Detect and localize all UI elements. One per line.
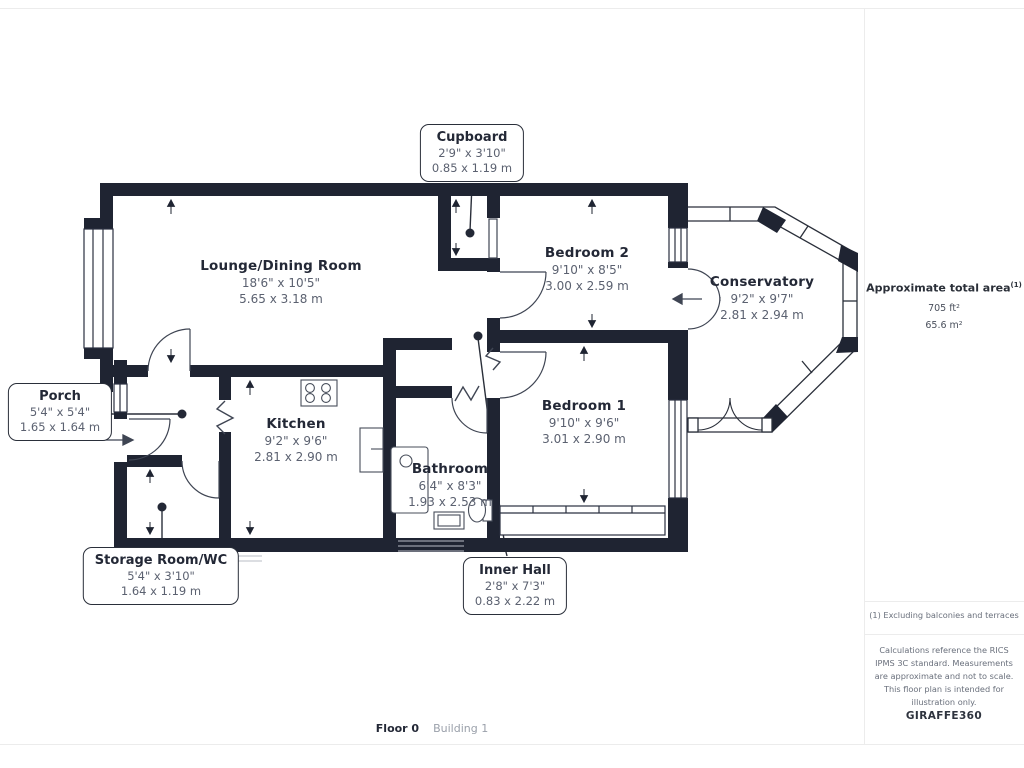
room-label-conservatory: Conservatory 9'2" x 9'7" 2.81 x 2.94 m (710, 273, 814, 323)
room-label-kitchen: Kitchen 9'2" x 9'6" 2.81 x 2.90 m (254, 415, 338, 465)
room-name: Bedroom 2 (544, 245, 630, 261)
room-dims-metric: 2.81 x 2.90 m (254, 450, 338, 464)
room-dims-imperial: 2'9" x 3'10" (438, 146, 506, 160)
bottom-border-line (0, 744, 1024, 745)
room-name: Cupboard (436, 130, 508, 145)
room-dims-imperial: 5'4" x 3'10" (127, 569, 195, 583)
giraffe360-logo: GIRAFFE360 (905, 710, 983, 722)
room-name: Storage Room/WC (94, 553, 228, 568)
sidebar-rule-bottom (864, 634, 1024, 635)
windows (83, 227, 688, 536)
room-name: Conservatory (709, 274, 815, 290)
callout-leader-dots (157, 228, 483, 512)
room-name: Bedroom 1 (541, 398, 627, 414)
room-dims-imperial: 9'2" x 9'7" (730, 292, 794, 306)
room-dims-imperial: 9'10" x 9'6" (548, 416, 620, 430)
room-dims-metric: 0.83 x 2.22 m (474, 594, 556, 608)
area-title-text: Approximate total area (866, 281, 1011, 295)
room-dims-metric: 5.65 x 3.18 m (239, 292, 323, 306)
room-dims-metric: 2.81 x 2.94 m (720, 308, 804, 322)
callout-inner-hall: Inner Hall 2'8" x 7'3" 0.83 x 2.22 m (462, 557, 568, 615)
room-label-bedroom-1: Bedroom 1 9'10" x 9'6" 3.01 x 2.90 m (542, 397, 626, 447)
doors (128, 218, 721, 499)
approximate-total-area-title: Approximate total area(1) (864, 281, 1024, 295)
conservatory-door-arrow (671, 292, 702, 306)
bathroom-fixtures (390, 446, 493, 530)
room-dims-imperial: 9'10" x 8'5" (551, 263, 623, 277)
floor-footer: Floor 0 Building 1 (376, 722, 488, 735)
room-dims-metric: 1.64 x 1.19 m (120, 584, 202, 598)
info-sidebar: Approximate total area(1) 705 ft² 65.6 m… (864, 0, 1024, 768)
room-dims-imperial: 2'8" x 7'3" (484, 579, 546, 593)
room-dims-imperial: 18'6" x 10'5" (241, 276, 321, 290)
callout-cupboard: Cupboard 2'9" x 3'10" 0.85 x 1.19 m (419, 124, 525, 182)
room-dims-metric: 1.93 x 2.53 m (408, 495, 492, 509)
room-dims-imperial: 9'2" x 9'6" (264, 434, 328, 448)
room-name: Kitchen (266, 416, 326, 432)
sidebar-rule-top (864, 601, 1024, 602)
room-label-bedroom-2: Bedroom 2 9'10" x 8'5" 3.00 x 2.59 m (545, 244, 629, 294)
room-dims-imperial: 6'4" x 8'3" (418, 479, 482, 493)
room-dims-metric: 1.65 x 1.64 m (19, 420, 101, 434)
room-name: Inner Hall (479, 563, 551, 578)
dimension-arrows (145, 198, 597, 536)
floor-label: Floor 0 (375, 722, 420, 735)
callout-storage-room-wc: Storage Room/WC 5'4" x 3'10" 1.64 x 1.19… (82, 547, 240, 605)
walls (84, 183, 688, 552)
room-dims-imperial: 5'4" x 5'4" (29, 405, 91, 419)
opening-zigzags (215, 347, 502, 435)
total-area-sqm: 65.6 m² (925, 320, 963, 331)
room-name: Porch (39, 389, 81, 404)
conservatory-bay (687, 206, 858, 433)
area-title-footnote-marker: (1) (1010, 281, 1022, 289)
footnote-text: (1) Excluding balconies and terraces (869, 610, 1019, 620)
top-border-line (0, 8, 1024, 9)
room-dims-metric: 3.00 x 2.59 m (545, 279, 629, 293)
disclaimer-text: Calculations reference the RICS IPMS 3C … (874, 645, 1014, 707)
building-label: Building 1 (433, 722, 489, 735)
total-area-sqft: 705 ft² (928, 303, 960, 314)
room-label-bathroom: Bathroom 6'4" x 8'3" 1.93 x 2.53 m (408, 460, 492, 510)
room-label-lounge-dining: Lounge/Dining Room 18'6" x 10'5" 5.65 x … (200, 257, 362, 307)
room-name: Lounge/Dining Room (200, 258, 362, 274)
callout-porch: Porch 5'4" x 5'4" 1.65 x 1.64 m (7, 383, 113, 441)
kitchen-counter (359, 427, 384, 473)
room-dims-metric: 3.01 x 2.90 m (542, 432, 626, 446)
room-name: Bathroom (411, 461, 489, 477)
room-dims-metric: 0.85 x 1.19 m (431, 161, 513, 175)
kitchen-hob (300, 379, 338, 407)
sidebar-divider-line (864, 8, 865, 745)
